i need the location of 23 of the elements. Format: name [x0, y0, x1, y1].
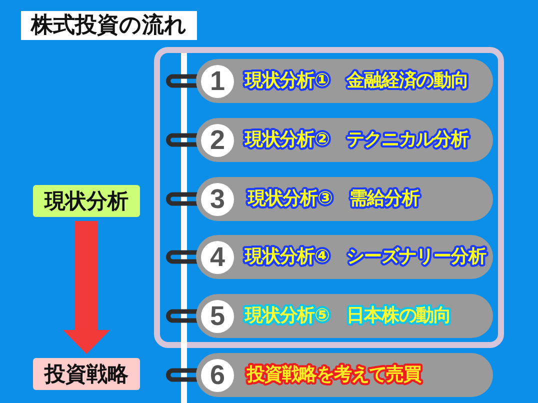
step-number: 5 — [201, 300, 234, 332]
title: 株式投資の流れ — [21, 11, 197, 40]
step-pill — [196, 118, 493, 162]
step-number: 6 — [201, 358, 234, 392]
step-number: 2 — [201, 124, 234, 156]
step-number: 3 — [201, 182, 234, 216]
arrow — [63, 221, 110, 354]
step-pill — [196, 294, 493, 338]
step-number: 1 — [201, 64, 234, 98]
step-label: 現状分析③ 需給分析 — [248, 188, 420, 210]
step-pill — [196, 59, 493, 103]
step-label: 現状分析② テクニカル分析 — [245, 129, 468, 151]
step-pill — [196, 235, 493, 279]
group-frame — [154, 47, 504, 348]
step-pill — [196, 353, 493, 397]
step-label: 現状分析⑤ 日本株の動向 — [245, 305, 452, 327]
step-label: 投資戦略を考えて売買 — [247, 364, 422, 386]
step-pill — [196, 177, 493, 221]
phase-label: 投資戦略 — [33, 358, 140, 390]
step-number: 4 — [201, 240, 234, 274]
phase-label: 現状分析 — [33, 185, 140, 217]
step-label: 現状分析① 金融経済の動向 — [245, 70, 468, 92]
step-label: 現状分析④ シーズナリー分析 — [245, 246, 486, 268]
